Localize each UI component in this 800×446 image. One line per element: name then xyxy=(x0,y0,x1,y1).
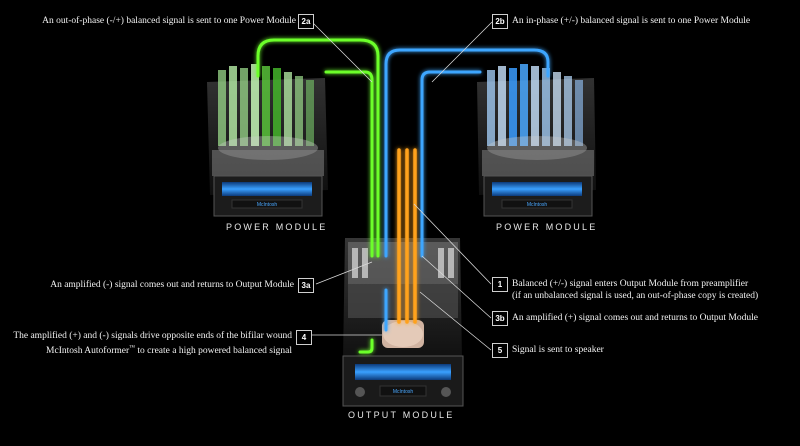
annotation-1-line1: Balanced (+/-) signal enters Output Modu… xyxy=(512,279,749,289)
badge-5: 5 xyxy=(492,343,508,358)
output-brand-logo: McIntosh xyxy=(393,389,414,395)
right-heatsink xyxy=(487,64,583,146)
badge-1: 1 xyxy=(492,277,508,292)
blue-signal-path xyxy=(384,48,550,332)
annotation-3b-text: An amplified (+) signal comes out and re… xyxy=(512,313,758,323)
badge-3b: 3b xyxy=(492,311,508,326)
annotation-2a-text: An out-of-phase (-/+) balanced signal is… xyxy=(42,16,296,26)
annotation-3a-text: An amplified (-) signal comes out and re… xyxy=(50,280,294,290)
leader-lines xyxy=(310,21,493,351)
annotation-5-text: Signal is sent to speaker xyxy=(512,345,604,355)
left-heatsink xyxy=(218,64,314,146)
annotation-2b-text: An in-phase (+/-) balanced signal is sen… xyxy=(512,16,751,26)
annotation-4-line1: The amplified (+) and (-) signals drive … xyxy=(13,331,292,341)
right-power-module-label: POWER MODULE xyxy=(496,222,598,232)
badge-2a: 2a xyxy=(298,14,314,29)
autoformer-name: McIntosh Autoformer xyxy=(46,346,130,357)
badge-4: 4 xyxy=(296,330,312,345)
left-brand-logo: McIntosh xyxy=(257,202,278,208)
trademark-symbol: ™ xyxy=(129,345,136,351)
badge-2b: 2b xyxy=(492,14,508,29)
green-signal-path xyxy=(256,38,380,354)
right-power-module: McIntosh xyxy=(477,64,596,217)
annotation-4-line2: McIntosh Autoformer™ to create a high po… xyxy=(46,342,292,357)
output-module-label: OUTPUT MODULE xyxy=(348,410,455,420)
left-power-module-label: POWER MODULE xyxy=(226,222,328,232)
badge-3a: 3a xyxy=(298,278,314,293)
annotation-4-line2-rest: to create a high powered balanced signal xyxy=(135,346,292,357)
annotation-1-line2: (if an unbalanced signal is used, an out… xyxy=(512,291,759,301)
right-brand-logo: McIntosh xyxy=(527,202,548,208)
left-power-module: McIntosh xyxy=(207,64,328,217)
